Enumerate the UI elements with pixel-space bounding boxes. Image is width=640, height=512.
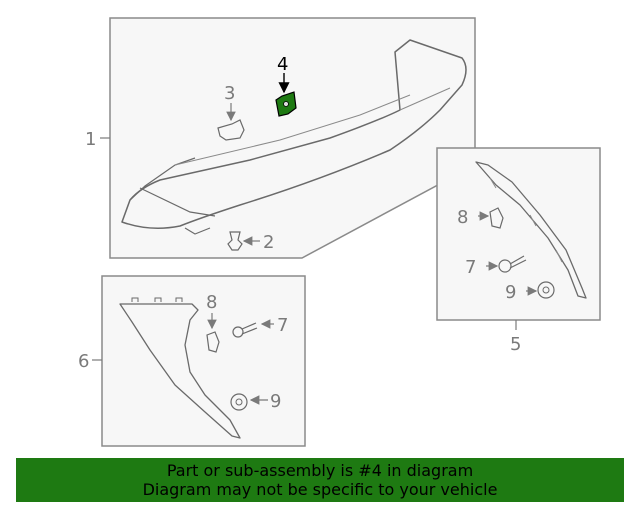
callout-4: 4 <box>277 54 288 75</box>
banner-line-1: Part or sub-assembly is #4 in diagram <box>166 461 474 480</box>
part-2-push-clip-icon <box>227 231 243 251</box>
part-9-nut-icon-left <box>230 393 248 411</box>
callout-2: 2 <box>263 232 274 253</box>
callout-5: 5 <box>510 334 521 355</box>
callout-1: 1 <box>85 129 96 150</box>
callout-6: 6 <box>78 351 89 372</box>
banner-line-2: Diagram may not be specific to your vehi… <box>142 480 498 499</box>
left-trim-panel: 8 7 9 6 <box>78 275 306 447</box>
spoiler-part <box>121 39 467 229</box>
callout-7-left: 7 <box>277 315 288 336</box>
part-7-screw-icon <box>498 255 527 273</box>
right-trim-part <box>475 161 587 299</box>
callout-9-right: 9 <box>505 282 516 303</box>
callout-7-right: 7 <box>465 257 476 278</box>
callout-8-right: 8 <box>457 207 468 228</box>
part-8-nut-icon-left <box>206 331 220 353</box>
callout-3: 3 <box>224 83 235 104</box>
callout-8-left: 8 <box>206 292 217 313</box>
part-4-clip-icon[interactable] <box>275 91 297 117</box>
callout-9-left: 9 <box>270 391 281 412</box>
part-3-bracket-icon <box>217 119 245 141</box>
spoiler-panel: 3 4 2 1 <box>85 17 476 259</box>
part-7-screw-icon-left <box>232 322 258 338</box>
right-trim-panel: 8 7 9 5 <box>436 147 601 355</box>
part-9-nut-icon <box>537 281 555 299</box>
left-trim-part <box>119 303 241 439</box>
part-8-nut-icon <box>489 207 504 229</box>
part-notice-banner: Part or sub-assembly is #4 in diagram Di… <box>16 458 624 502</box>
